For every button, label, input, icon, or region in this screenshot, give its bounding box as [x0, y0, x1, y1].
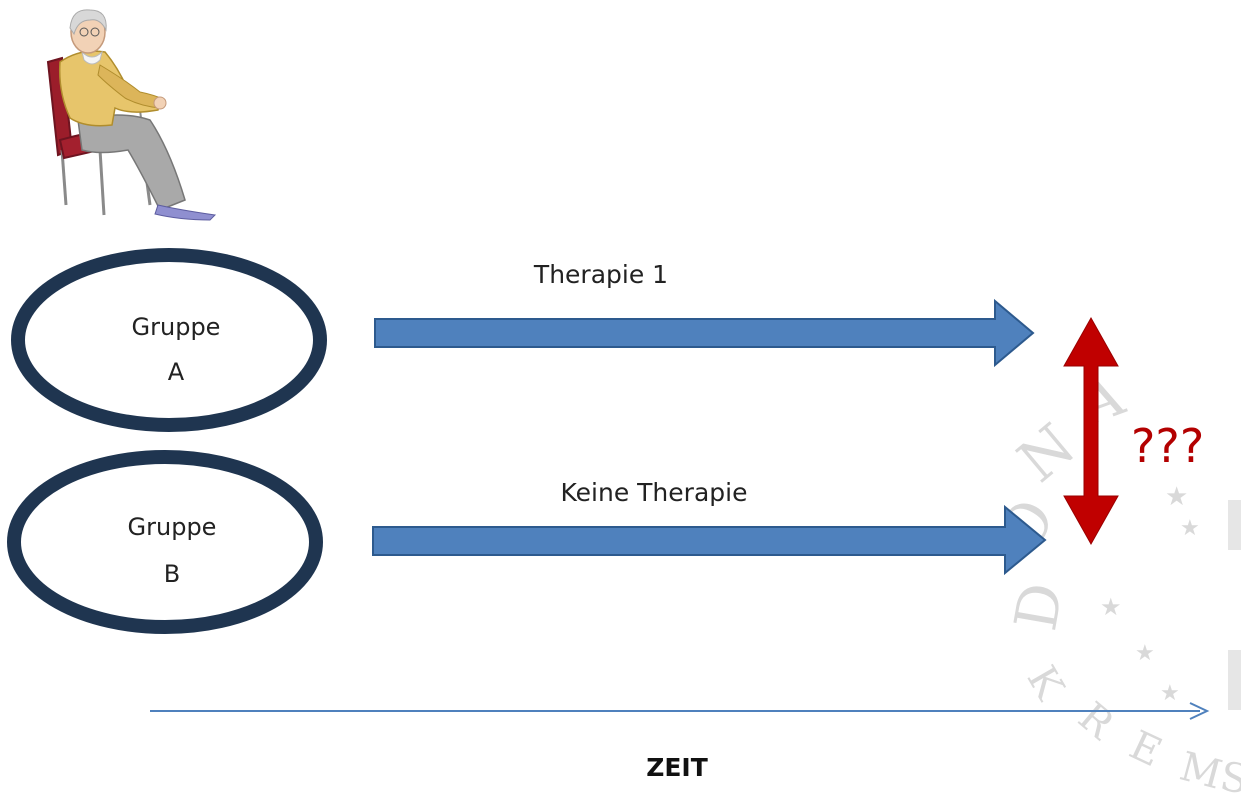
svg-text:★: ★	[1100, 593, 1122, 621]
svg-text:A: A	[1069, 360, 1134, 439]
timeline-arrowhead-icon	[1189, 702, 1210, 720]
svg-text:★: ★	[1180, 516, 1200, 541]
svg-text:★: ★	[1160, 681, 1180, 706]
group-b-ellipse	[7, 450, 323, 634]
group-b: Gruppe B	[7, 450, 323, 634]
no-therapy-arrow: Keine Therapie	[372, 478, 1047, 576]
group-b-label-line1: Gruppe	[128, 513, 217, 541]
svg-text:E: E	[1122, 722, 1168, 776]
group-a: Gruppe A	[11, 248, 327, 432]
no-therapy-arrow-shape	[372, 504, 1047, 576]
svg-text:N: N	[1005, 411, 1088, 496]
comparison-double-arrow-icon	[1063, 316, 1119, 546]
group-b-label-line2: B	[164, 560, 180, 588]
comparison-arrow: ???	[1063, 316, 1204, 546]
therapy-arrow-shape	[374, 298, 1035, 368]
comparison-question-label: ???	[1131, 419, 1204, 473]
svg-text:D: D	[1001, 578, 1076, 636]
svg-text:K: K	[1018, 658, 1073, 708]
group-a-label-line2: A	[168, 358, 185, 386]
group-a-ellipse	[11, 248, 327, 432]
svg-text:★: ★	[1165, 482, 1188, 512]
timeline: ZEIT	[150, 702, 1210, 782]
timeline-label: ZEIT	[646, 753, 708, 782]
elderly-person-in-chair-icon	[46, 9, 217, 221]
therapy-arrow: Therapie 1	[374, 260, 1035, 368]
svg-text:★: ★	[1135, 641, 1155, 666]
no-therapy-arrow-label: Keine Therapie	[561, 478, 748, 507]
svg-text:R: R	[1069, 694, 1123, 750]
therapy-arrow-label: Therapie 1	[533, 260, 668, 289]
group-a-label-line1: Gruppe	[132, 313, 221, 341]
